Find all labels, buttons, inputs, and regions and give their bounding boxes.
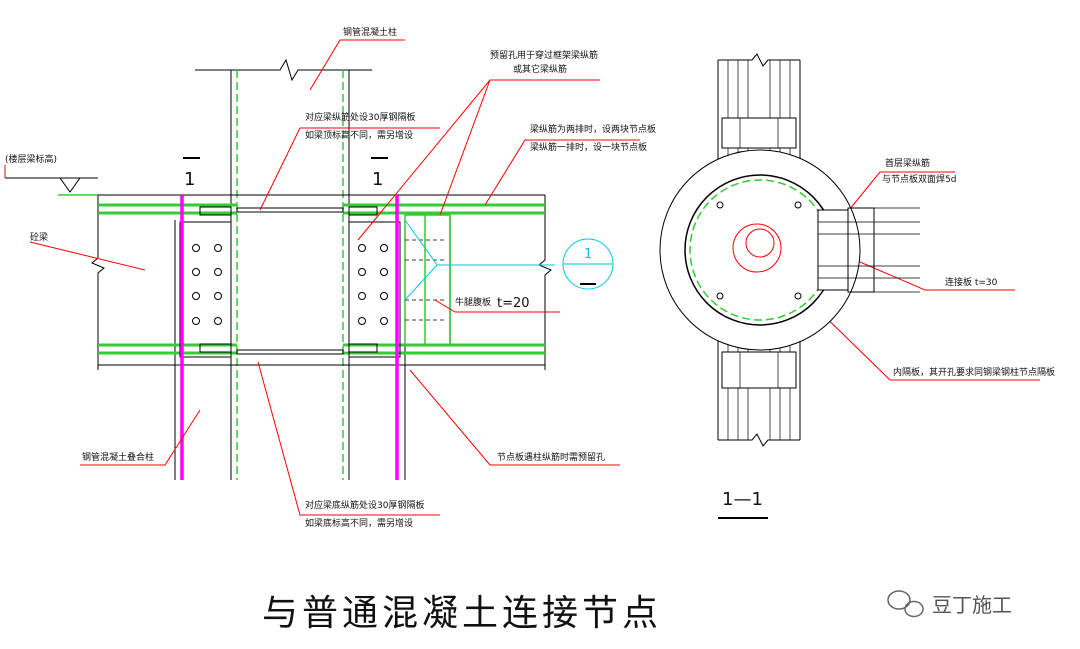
level-triangle <box>59 177 81 193</box>
label-rebar-1: 梁纵筋为两排时，设两块节点板 <box>530 123 656 135</box>
wechat-icon <box>887 590 924 618</box>
label-beam: 砼梁 <box>30 231 48 243</box>
node-plate-tl <box>199 206 232 216</box>
bracket-plate <box>404 214 451 346</box>
tube-circle <box>684 174 836 326</box>
drawing-title: 与普通混凝土连接节点 <box>262 593 662 634</box>
section-view: 1—1 <box>659 53 920 519</box>
label-ring-top-2: 如梁顶标高不同，需另增设 <box>305 129 413 141</box>
label-ring-bot-1: 对应梁底纵筋处设30厚钢隔板 <box>305 499 424 511</box>
node-plate-tr <box>348 206 378 216</box>
label-composite-column: 钢管混凝土叠合柱 <box>82 451 154 463</box>
section-mark-right: 1 <box>372 169 383 190</box>
annotations: 钢管混凝土柱 预留孔用于穿过框架梁纵筋 或其它梁纵筋 对应梁纵筋处设30厚钢隔板… <box>5 26 1055 529</box>
label-bracket: 牛腿腹板 <box>455 296 491 308</box>
label-node-plate-hole: 节点板遇柱纵筋时需预留孔 <box>497 451 605 463</box>
label-connect-plate: 连接板 t=30 <box>945 276 998 288</box>
watermark: 豆丁施工 <box>887 590 1012 618</box>
section-mark-left: 1 <box>184 169 195 190</box>
label-floor-level: (楼层梁标高) <box>5 153 57 165</box>
bracket-web-right <box>348 221 401 358</box>
bolt-group-right <box>358 244 388 325</box>
watermark-text: 豆丁施工 <box>932 593 1012 617</box>
beam-break-right <box>538 195 552 370</box>
leader-lines <box>4 39 1040 516</box>
label-hole-top: 预留孔用于穿过框架梁纵筋 <box>490 49 598 61</box>
ring-plate-bottom <box>236 349 344 355</box>
label-ring-bot-2: 如梁底标高不同，需另增设 <box>305 517 413 529</box>
column-break-line <box>195 58 372 82</box>
bracket-web-left <box>179 221 232 358</box>
ring-plate-top <box>236 207 344 213</box>
label-ring-top-1: 对应梁纵筋处设30厚钢隔板 <box>305 111 415 123</box>
label-rebar-2: 梁纵筋一排时，设一块节点板 <box>530 141 647 153</box>
elevation-view: 1 1 1 <box>5 58 614 480</box>
label-bracket-t: t=20 <box>497 296 530 311</box>
label-top-rebar: 首层梁纵筋 <box>885 157 930 169</box>
label-weld: 与节点板双面焊5d <box>882 173 956 185</box>
detail-circle-number: 1 <box>584 247 592 262</box>
beam-break-left <box>91 195 105 370</box>
label-hole-bottom: 或其它梁纵筋 <box>513 63 567 75</box>
label-column: 钢管混凝土柱 <box>343 26 397 38</box>
section-view-label: 1—1 <box>722 489 763 510</box>
bolt-group-left <box>192 244 222 325</box>
label-inner-plate: 内隔板，其开孔要求同钢梁钢柱节点隔板 <box>893 366 1055 378</box>
